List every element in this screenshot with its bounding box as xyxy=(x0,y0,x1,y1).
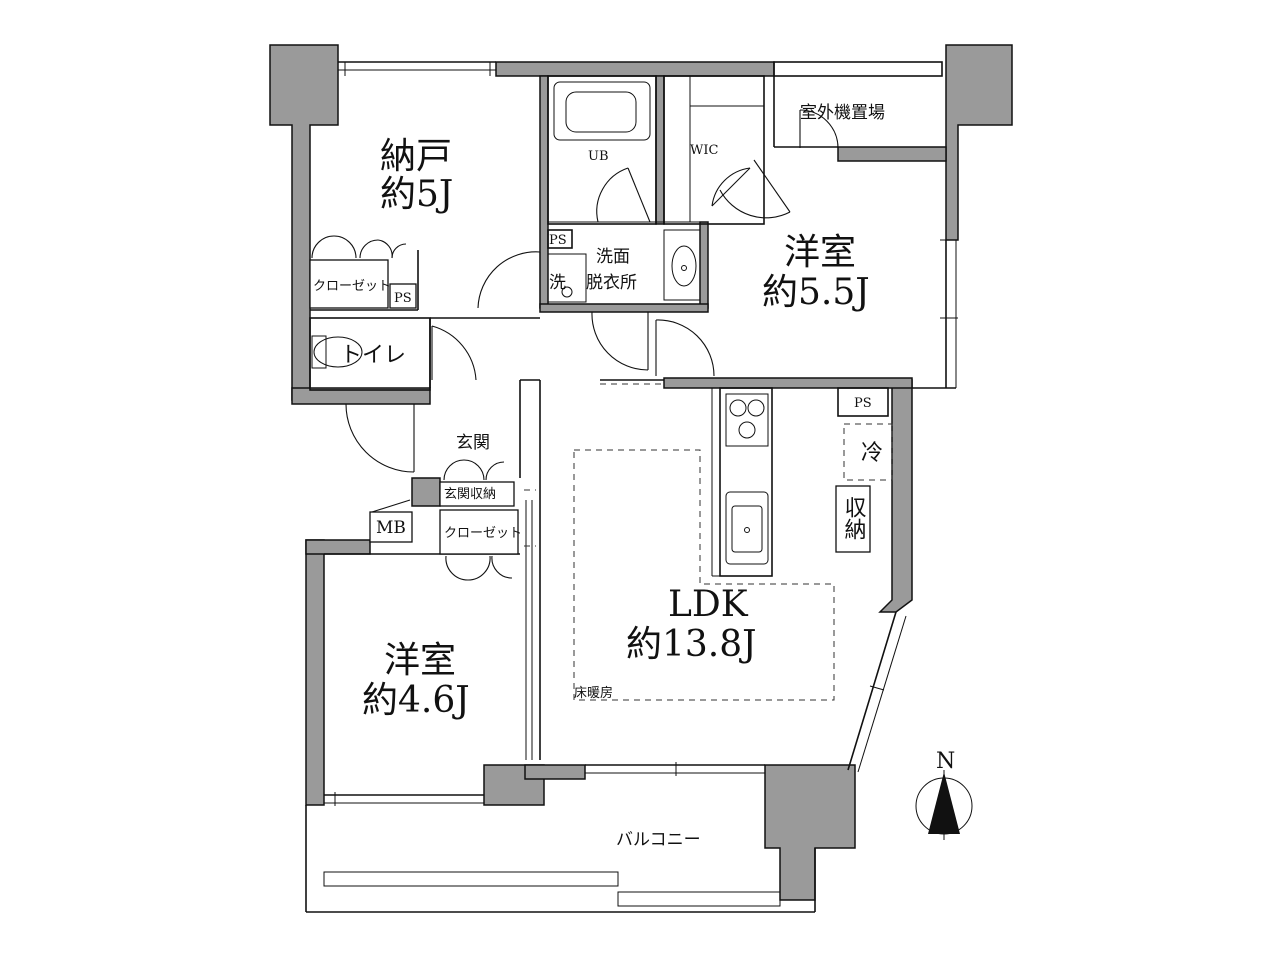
pillar-ne xyxy=(945,44,1013,241)
toilet-bowl-icon xyxy=(313,336,363,368)
wall-nando-south xyxy=(291,387,431,405)
ldk-area: 約13.8J xyxy=(626,624,757,665)
toilet-label: トイレ xyxy=(340,343,406,368)
western-sw-name: 洋室 xyxy=(384,640,456,681)
nando-closet-label: クローゼット xyxy=(313,279,391,294)
mb-label: MB xyxy=(376,518,406,538)
ldk-name: LDK xyxy=(668,584,749,625)
fixtures xyxy=(309,259,519,555)
mb-box xyxy=(369,511,413,543)
sw-closet-box xyxy=(439,509,519,555)
wall-ne-strip xyxy=(837,146,947,162)
wall-balcony-sill xyxy=(524,764,586,780)
nando-area: 約5J xyxy=(380,174,453,215)
pillar-nw xyxy=(269,44,339,401)
nando-ps-label: PS xyxy=(394,291,412,306)
western-sw-area: 約4.6J xyxy=(362,680,470,721)
wall-wash-east xyxy=(699,221,709,309)
entrance-storage-box xyxy=(439,481,515,507)
wic-label: WIC xyxy=(690,143,718,158)
nando-closet xyxy=(309,259,389,309)
wall-kitchen-east xyxy=(878,379,913,613)
fridge-label: 冷 xyxy=(861,441,883,466)
wall-core-west xyxy=(539,75,549,309)
outdoor-unit-label: 室外機置場 xyxy=(800,103,885,123)
north-compass: N xyxy=(915,749,973,840)
nando-ps xyxy=(389,283,417,309)
balcony-label: バルコニー xyxy=(616,830,701,850)
structural-walls xyxy=(269,44,1013,901)
entrance-storage-label: 玄関収納 xyxy=(444,487,496,502)
kitchen xyxy=(711,387,893,577)
wall-mb-block xyxy=(305,539,371,555)
sw-closet-label: クローゼット xyxy=(444,526,522,541)
washroom-label-1: 洗面 xyxy=(596,247,630,267)
western-ne-area: 約5.5J xyxy=(762,272,870,313)
nando-name: 納戸 xyxy=(380,136,452,177)
storage-label: 収納 xyxy=(841,496,867,540)
wall-core-east xyxy=(655,75,665,225)
ub-label: UB xyxy=(588,149,609,164)
floor-heating-label: 床暖房 xyxy=(574,685,613,701)
wash-ps-label: PS xyxy=(549,233,567,248)
entrance-label: 玄関 xyxy=(456,433,490,453)
wall-ldk-north xyxy=(663,377,913,389)
washroom-label-2: 脱衣所 xyxy=(586,273,637,293)
floor-heating-outline xyxy=(573,449,835,701)
wet-area xyxy=(547,75,765,303)
wall-west-lower xyxy=(305,539,325,806)
wall-wash-south xyxy=(539,303,709,313)
labels: 納戸 約5J 室外機置場 UB WIC PS 洗面 脱衣所 洗 洋室 約5.5J… xyxy=(313,103,885,850)
wall-core xyxy=(411,477,441,507)
north-label: N xyxy=(936,749,955,774)
pillar-balcony xyxy=(764,764,856,901)
western-ne-name: 洋室 xyxy=(784,232,856,273)
wall-north-strip xyxy=(495,61,775,77)
doors xyxy=(311,109,839,581)
kitchen-ps-label: PS xyxy=(854,396,872,411)
washer-label: 洗 xyxy=(549,273,566,293)
outline xyxy=(305,61,958,913)
